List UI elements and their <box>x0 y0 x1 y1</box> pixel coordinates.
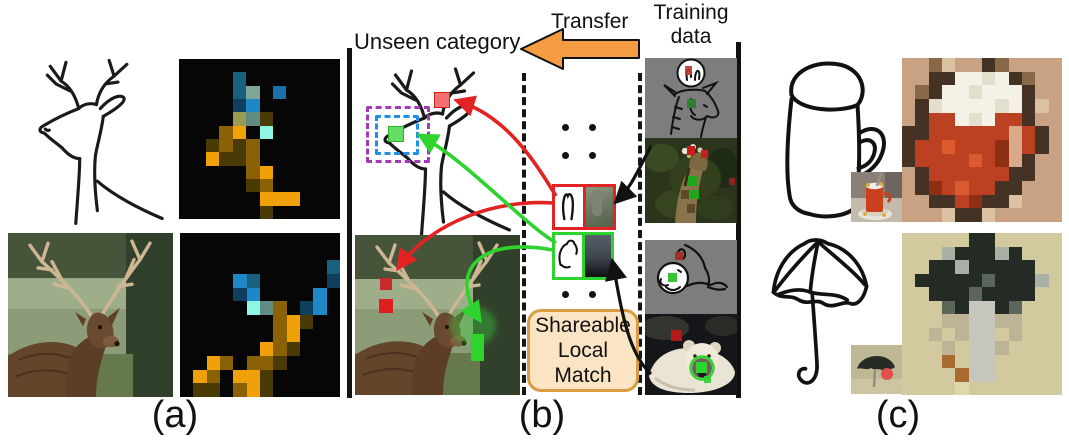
unseen-category-label: Unseen category <box>354 29 521 54</box>
attention-heatmap-photo <box>180 233 340 397</box>
green-patch-marker-photo <box>471 334 484 361</box>
training-bear-photo <box>645 314 737 395</box>
mug-mosaic-retrieval <box>902 58 1062 222</box>
training-bear-sketch <box>645 240 737 314</box>
matched-patch-pair-red <box>552 184 616 230</box>
panel-b-label: (b) <box>518 394 566 436</box>
photo-patch-red <box>585 187 613 227</box>
panel-a-label: (a) <box>151 394 199 436</box>
umbrella-sketch-image <box>771 238 869 385</box>
panel-separator-left <box>347 48 352 398</box>
mug-inset-photo <box>851 172 902 222</box>
matched-patch-pair-green <box>552 232 614 280</box>
deer-photo-image-a <box>8 233 173 397</box>
photo-patch-green <box>584 235 611 277</box>
umbrella-inset-photo <box>851 345 902 394</box>
ellipsis-dots-bottom <box>562 291 596 298</box>
deer-photo-image-b <box>355 235 520 395</box>
training-giraffe-sketch <box>645 58 737 138</box>
dashed-divider-right <box>638 73 642 395</box>
dashed-divider-left <box>522 73 526 395</box>
red-patch-marker-photo-2 <box>379 299 393 313</box>
red-patch-marker-photo-1 <box>380 278 392 290</box>
deer-sketch-image-a <box>38 58 164 225</box>
ellipsis-dots-top <box>562 124 596 159</box>
sketch-patch-red <box>555 187 586 227</box>
transfer-arrow-icon <box>520 28 640 70</box>
panel-separator-right <box>736 42 741 398</box>
green-patch-marker-sketch <box>388 126 404 142</box>
umbrella-mosaic-retrieval <box>902 233 1062 395</box>
transfer-label: Transfer <box>551 10 629 33</box>
red-patch-marker-sketch <box>434 92 450 108</box>
panel-c-label: (c) <box>875 394 921 436</box>
sketch-patch-green <box>555 235 585 277</box>
attention-heatmap-sketch <box>179 59 340 219</box>
training-giraffe-photo <box>645 138 737 223</box>
